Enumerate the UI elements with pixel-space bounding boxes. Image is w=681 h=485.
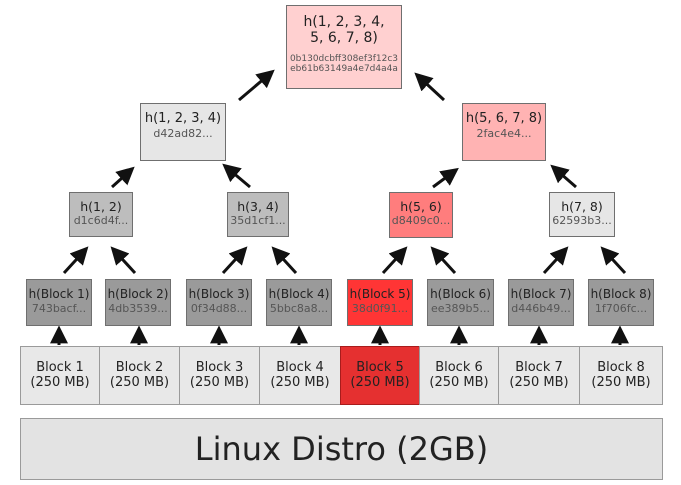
root-hash-node: h(1, 2, 3, 4, 5, 6, 7, 8) 0b130dcbff308e… [286,5,402,89]
block-size: (250 MB) [591,375,651,390]
data-block-8: Block 8 (250 MB) [579,346,663,405]
block-label: Block 7 [515,360,563,375]
leaf-hash-block-4: h(Block 4) 5bbc8a8... [266,279,332,326]
hash-flow-arrow [600,246,627,275]
leaf-hash-value: 0f34d88... [190,302,248,315]
leaf-hash-value: 4db3539... [108,302,168,315]
leaf-hash-block-8: h(Block 8) 1f706fc... [588,279,654,326]
hash-node-5678: h(5, 6, 7, 8) 2fac4e4... [462,103,546,161]
data-block-5: Block 5 (250 MB) [340,346,420,405]
hash-node-12: h(1, 2) d1c6d4f... [69,192,133,237]
hash-node-label: h(7, 8) [561,199,603,214]
leaf-hash-value: 38d0f91... [351,302,409,315]
hash-flow-arrow [62,246,89,275]
linux-distro-bar: Linux Distro (2GB) [20,418,663,480]
leaf-hash-block-6: h(Block 6) ee389b5... [427,279,494,326]
hash-flow-arrow [271,246,298,275]
block-size: (250 MB) [109,375,170,390]
leaf-hash-value: d446b49... [511,302,571,315]
hash-node-value: d42ad82... [153,127,213,140]
hash-flow-arrow [542,246,569,275]
hash-node-value: 62593b3... [552,214,612,227]
hash-node-value: 2fac4e4... [476,127,532,140]
leaf-hash-label: h(Block 4) [268,287,330,301]
hash-node-label: h(5, 6, 7, 8) [465,111,543,126]
hash-node-34: h(3, 4) 35d1cf1... [227,192,289,237]
leaf-hash-label: h(Block 2) [107,287,169,301]
hash-flow-arrow [381,246,408,275]
block-label: Block 8 [597,360,645,375]
leaf-hash-block-3: h(Block 3) 0f34d88... [186,279,252,326]
hash-flow-arrow [432,167,459,189]
hash-node-1234: h(1, 2, 3, 4) d42ad82... [140,103,226,161]
leaf-hash-value: 743bacf... [31,302,87,315]
root-hash-value-line1: 0b130dcbff308ef3f12c3 [289,54,399,64]
hash-node-78: h(7, 8) 62593b3... [549,192,615,237]
data-block-1: Block 1 (250 MB) [20,346,100,405]
block-label: Block 5 [356,360,404,375]
block-label: Block 1 [36,360,84,375]
leaf-hash-value: 1f706fc... [594,302,648,315]
hash-node-label: h(1, 2, 3, 4) [144,111,222,126]
block-size: (250 MB) [30,375,90,390]
data-block-7: Block 7 (250 MB) [498,346,580,405]
leaf-hash-block-1: h(Block 1) 743bacf... [26,279,92,326]
leaf-hash-label: h(Block 6) [430,287,491,301]
data-block-2: Block 2 (250 MB) [99,346,180,405]
block-size: (250 MB) [350,375,410,390]
leaf-hash-label: h(Block 8) [590,287,652,301]
data-block-4: Block 4 (250 MB) [259,346,341,405]
data-block-6: Block 6 (250 MB) [419,346,499,405]
root-hash-label-line2: 5, 6, 7, 8) [310,30,378,46]
block-label: Block 3 [195,360,244,375]
block-size: (250 MB) [429,375,489,390]
leaf-hash-block-7: h(Block 7) d446b49... [508,279,574,326]
data-block-3: Block 3 (250 MB) [179,346,260,405]
block-label: Block 2 [115,360,164,375]
hash-flow-arrow [414,72,446,102]
hash-flow-arrow [238,69,275,102]
hash-node-value: d1c6d4f... [73,214,129,227]
leaf-hash-block-2: h(Block 2) 4db3539... [105,279,171,326]
block-size: (250 MB) [509,375,569,390]
hash-node-value: d8409c0... [391,214,451,227]
hash-node-56: h(5, 6) d8409c0... [389,192,453,238]
block-label: Block 4 [276,360,324,375]
hash-flow-arrow [430,246,457,275]
block-label: Block 6 [435,360,483,375]
leaf-hash-label: h(Block 7) [510,287,572,301]
root-hash-value-line2: eb61b63149a4e7d4a4a [290,64,398,74]
hash-node-label: h(5, 6) [400,199,442,214]
leaf-hash-label: h(Block 5) [349,287,411,301]
hash-flow-arrow [221,246,248,275]
leaf-hash-block-5: h(Block 5) 38d0f91... [347,279,413,326]
hash-node-value: 35d1cf1... [230,214,286,227]
leaf-hash-value: 5bbc8a8... [269,302,329,315]
leaf-hash-value: ee389b5... [430,302,490,315]
hash-node-label: h(1, 2) [80,199,122,214]
hash-flow-arrow [550,164,577,189]
hash-node-label: h(3, 4) [237,199,279,214]
hash-flow-arrow [110,246,137,275]
block-size: (250 MB) [270,375,330,390]
leaf-hash-label: h(Block 3) [188,287,250,301]
hash-flow-arrow [222,163,251,189]
root-hash-label: h(1, 2, 3, 4, [303,14,385,30]
hash-flow-arrow [110,166,135,189]
block-size: (250 MB) [189,375,250,390]
leaf-hash-label: h(Block 1) [28,287,90,301]
